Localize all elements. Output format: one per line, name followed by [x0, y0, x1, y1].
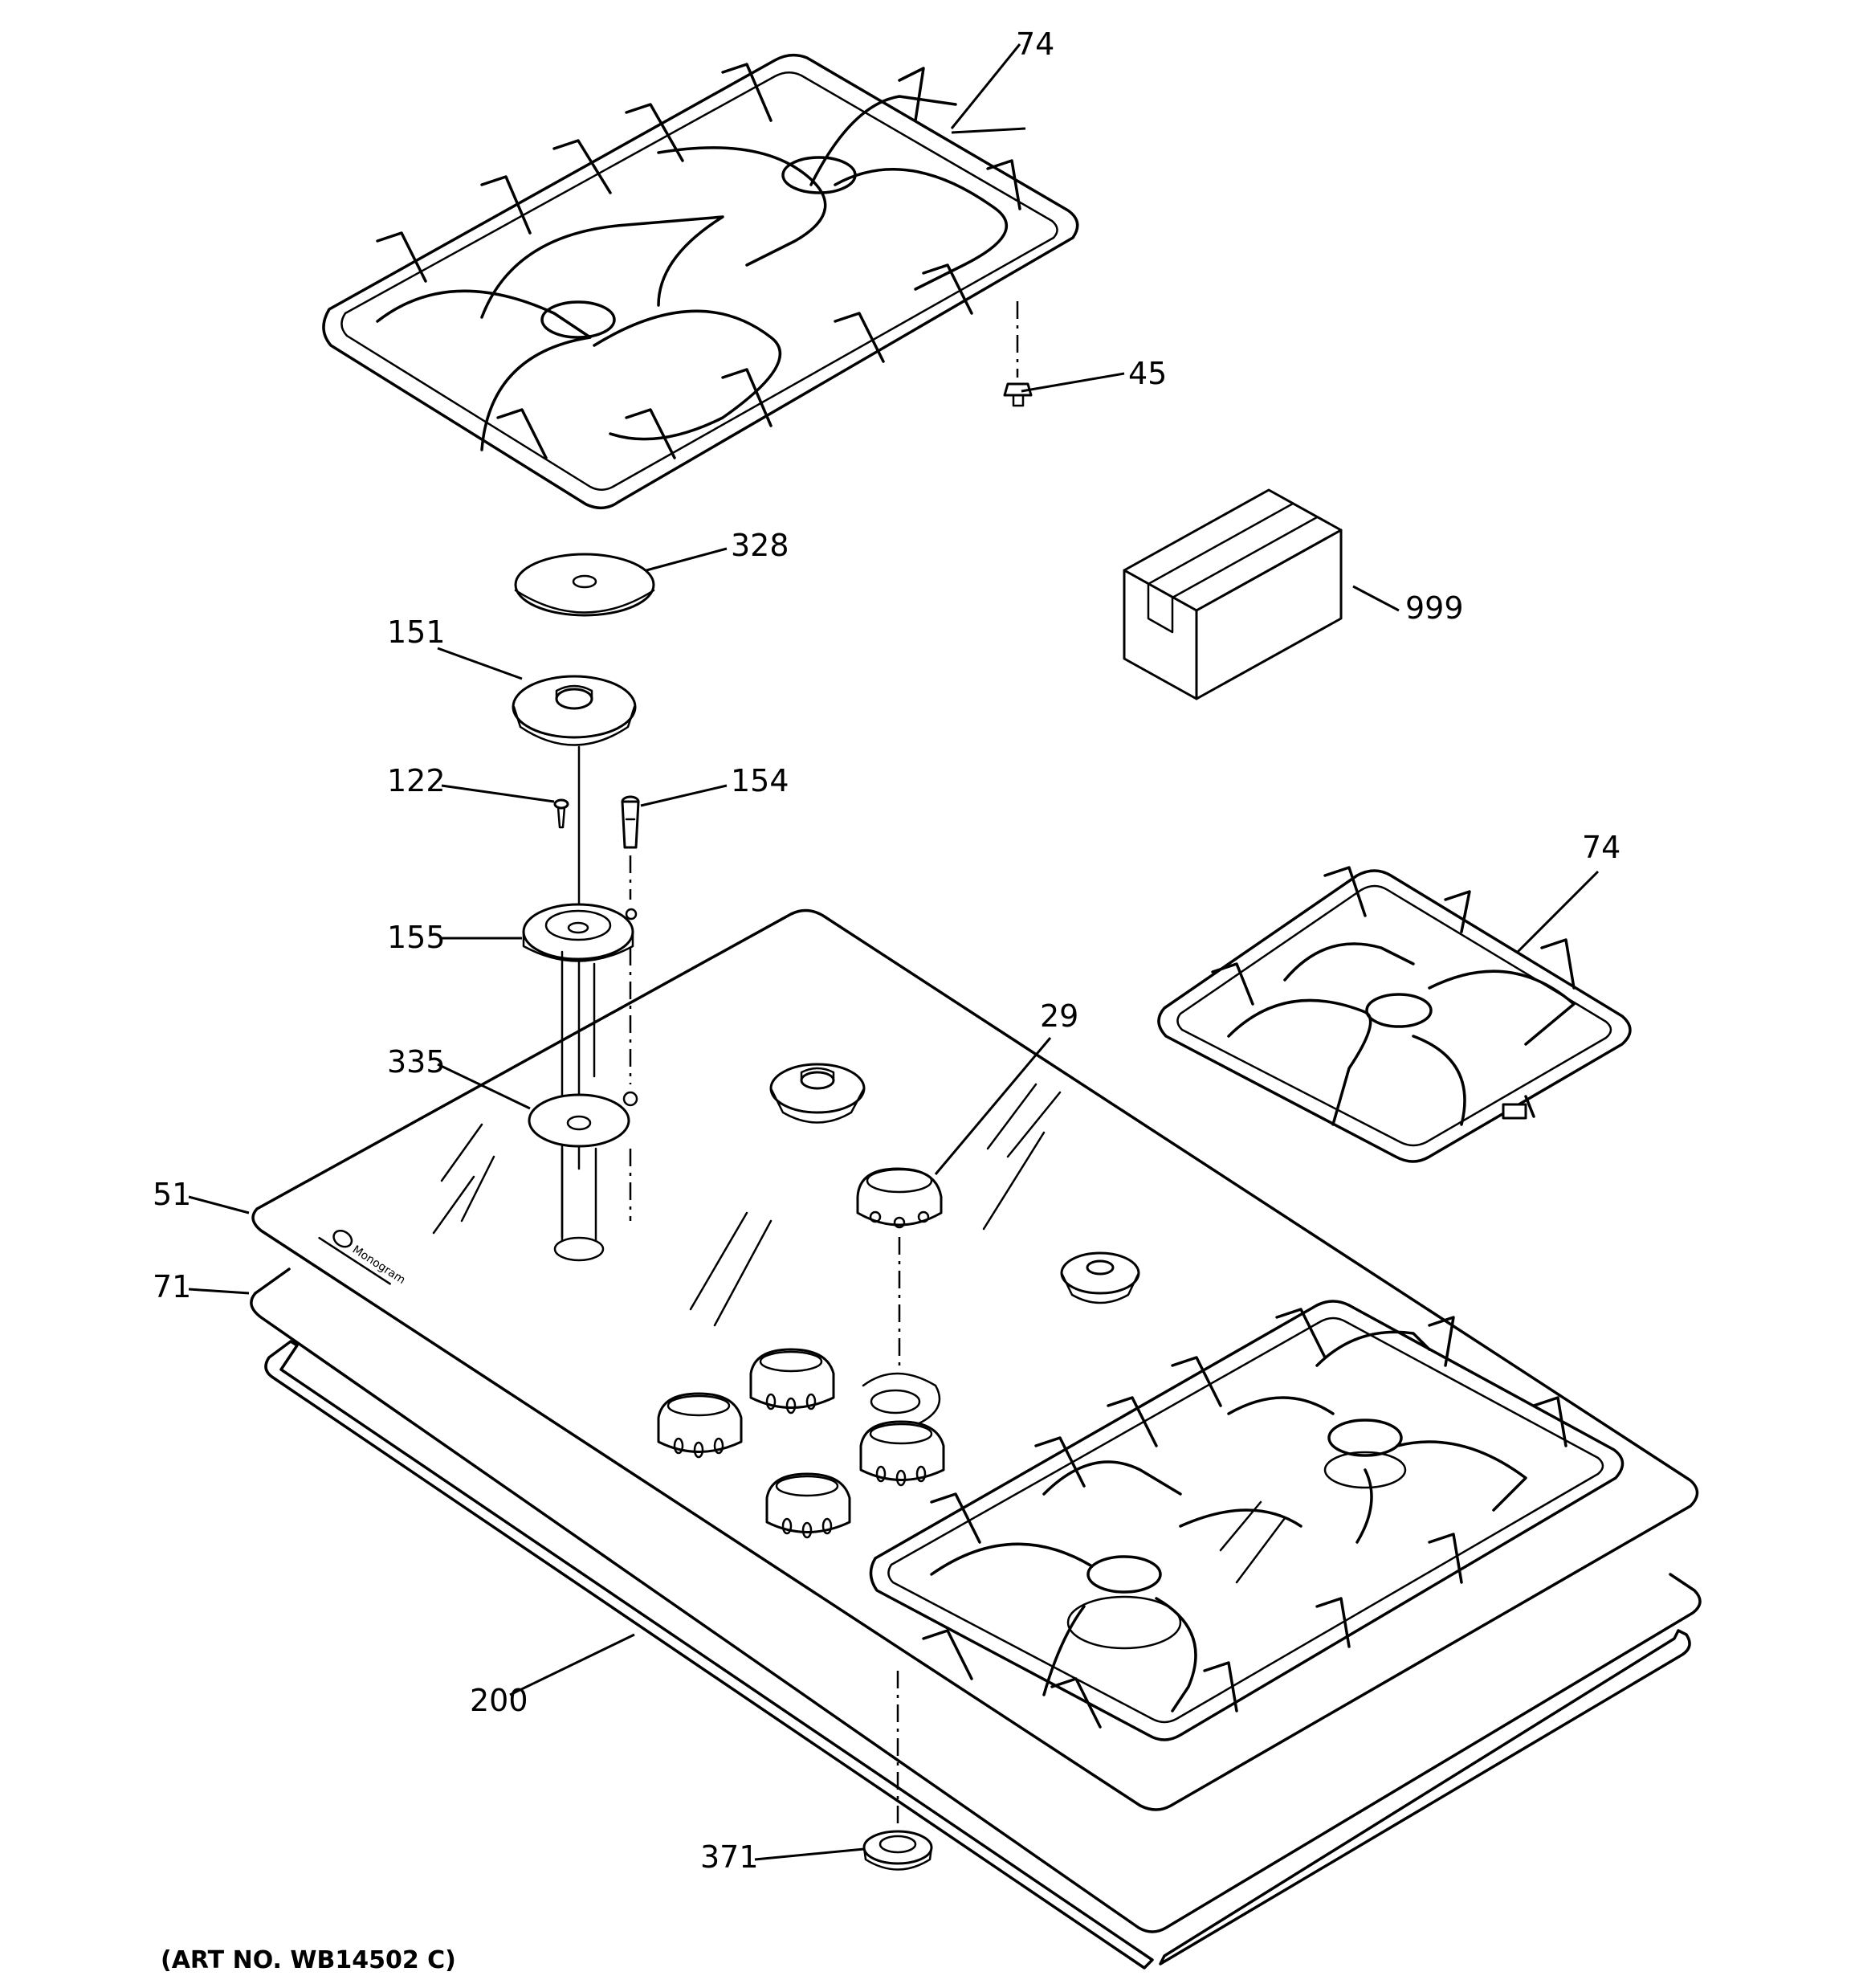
knob-b-icon [657, 1392, 743, 1459]
callout-999: 999 [1405, 590, 1464, 626]
burner-head-151-icon [512, 675, 637, 746]
burner-on-glass-right [1060, 1251, 1140, 1304]
callout-200: 200 [470, 1683, 528, 1718]
callout-29: 29 [1040, 998, 1078, 1034]
callout-71: 71 [153, 1269, 191, 1304]
knob-c-icon [859, 1420, 945, 1487]
callout-45: 45 [1128, 356, 1167, 391]
callout-328: 328 [731, 528, 789, 563]
screw-45-icon [1003, 382, 1033, 407]
grate-single [1157, 866, 1632, 1163]
burner-cap-328-icon [514, 553, 655, 617]
callout-371: 371 [700, 1839, 759, 1875]
screw-122-icon [553, 798, 569, 829]
knob-29-icon [856, 1167, 943, 1229]
grate-double-on-glass [869, 1300, 1625, 1741]
knob-d-icon [765, 1472, 851, 1539]
callout-51: 51 [153, 1177, 191, 1212]
callout-335: 335 [387, 1044, 446, 1080]
callout-74-right: 74 [1582, 830, 1620, 865]
callout-154: 154 [731, 763, 789, 798]
art-number: (ART NO. WB14502 C) [161, 1946, 456, 1974]
electrode-154-icon [621, 795, 640, 849]
burner-on-glass-left [769, 1063, 866, 1124]
gasket-335-icon [528, 1091, 638, 1148]
glass-cooktop-51: Monogram [250, 908, 1702, 1970]
grate-top [322, 53, 1079, 510]
grommet-371-icon [862, 1830, 933, 1871]
callout-122: 122 [387, 763, 446, 798]
callout-74-top: 74 [1016, 27, 1054, 62]
literature-box-icon [1123, 488, 1343, 700]
knob-a-icon [749, 1348, 835, 1414]
brand-mark: Monogram [350, 1243, 408, 1287]
burner-base-155-icon [522, 903, 638, 962]
callout-155: 155 [387, 920, 446, 955]
callout-151: 151 [387, 614, 446, 650]
